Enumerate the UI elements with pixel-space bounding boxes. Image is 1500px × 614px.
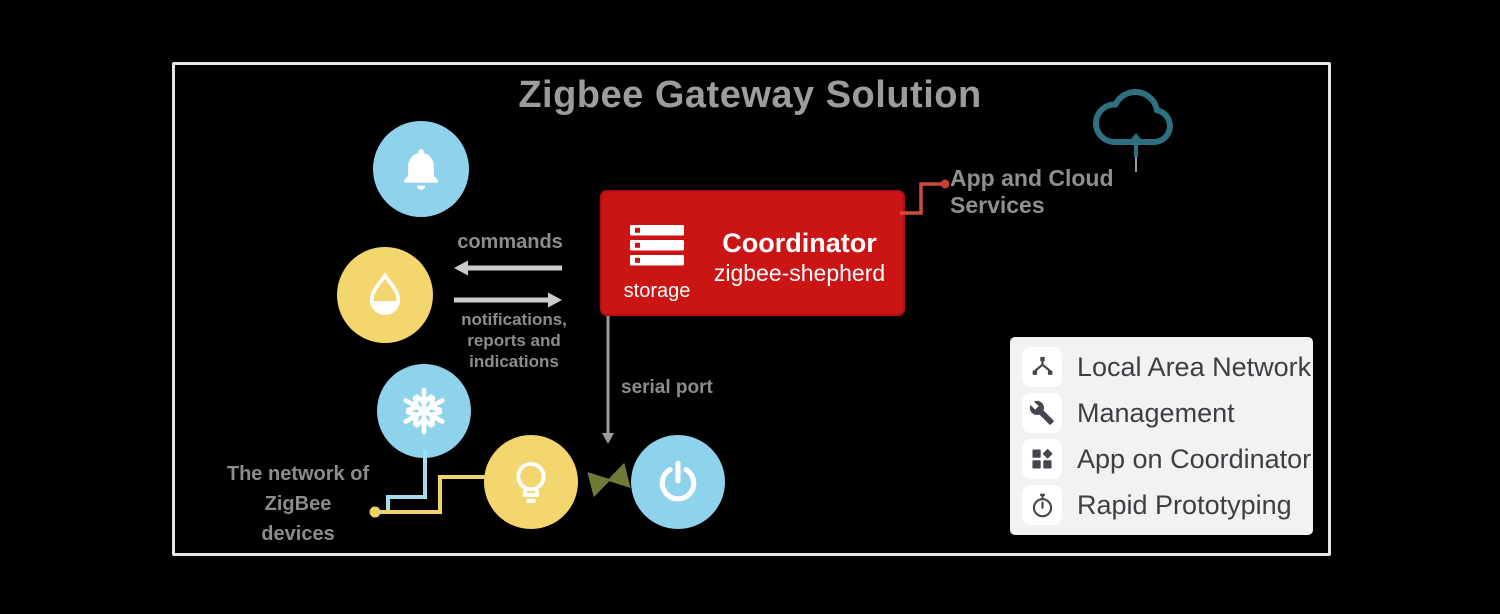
reports-arrow-label: notifications, reports and indications — [448, 309, 580, 372]
commands-arrow-label: commands — [457, 231, 563, 253]
diagram-title: Zigbee Gateway Solution — [518, 74, 982, 116]
water-drop-icon — [369, 272, 401, 315]
legend-label: Management — [1077, 397, 1235, 428]
coordinator-box: storage Coordinator zigbee-shepherd — [600, 190, 905, 316]
legend-item-management: Management — [1022, 391, 1313, 435]
serial-port-label: serial port — [621, 377, 713, 398]
link-established-icon — [587, 462, 631, 498]
cloud-icon — [1093, 89, 1173, 145]
upload-arrow-icon — [1126, 133, 1146, 157]
reports-line-3: indications — [469, 352, 559, 371]
arrow-to-devices — [454, 260, 562, 276]
power-device-node — [631, 435, 725, 529]
cloud-services-label: App and Cloud Services — [950, 165, 1114, 218]
bell-icon — [404, 149, 438, 190]
snowflake-icon — [403, 387, 445, 435]
lighting-device-node — [484, 435, 578, 529]
light-bulb-icon — [516, 461, 546, 504]
wrench-icon — [1029, 400, 1054, 425]
storage-label: storage — [623, 280, 691, 302]
cloud-connector-line — [900, 179, 950, 215]
legend-label: Local Area Network — [1077, 351, 1312, 382]
legend-item-app-on-coordinator: App on Coordinator — [1022, 437, 1313, 481]
network-icon — [1032, 356, 1052, 375]
legend-tile — [1022, 347, 1062, 387]
legend-tile — [1022, 485, 1062, 525]
legend-item-local-area-network: Local Area Network — [1022, 345, 1313, 389]
device-note-line-1: The network of ZigBee — [226, 463, 370, 515]
device-note-line-2: devices — [261, 523, 335, 545]
legend-tile — [1022, 439, 1062, 479]
reports-line-1: notifications, — [461, 310, 567, 329]
coordinator-subtitle: zigbee-shepherd — [713, 260, 886, 286]
legend-item-rapid-prototyping: Rapid Prototyping — [1022, 483, 1313, 527]
reports-line-2: reports and — [467, 331, 561, 350]
diagram-frame — [172, 62, 1331, 556]
legend-label: Rapid Prototyping — [1077, 489, 1292, 520]
bulb-note-connector — [369, 475, 486, 518]
alarm-device-node — [373, 121, 469, 217]
water-device-node — [337, 247, 433, 343]
device-network-note: The network of ZigBee devices — [192, 459, 404, 549]
arrow-to-coordinator — [454, 292, 562, 308]
legend-label: App on Coordinator — [1077, 443, 1312, 474]
coordinator-title: Coordinator — [722, 228, 877, 258]
storage-icon — [630, 225, 684, 266]
cloud-label-stem — [1135, 157, 1137, 172]
serial-line-arrow — [602, 316, 614, 444]
power-icon — [659, 460, 697, 502]
stopwatch-icon — [1032, 493, 1052, 517]
legend-panel: Local Area Network Management — [1010, 337, 1313, 535]
apps-icon — [1032, 449, 1053, 469]
cooling-device-node — [377, 364, 471, 458]
snowflake-note-connector — [386, 450, 427, 512]
legend-tile — [1022, 393, 1062, 433]
